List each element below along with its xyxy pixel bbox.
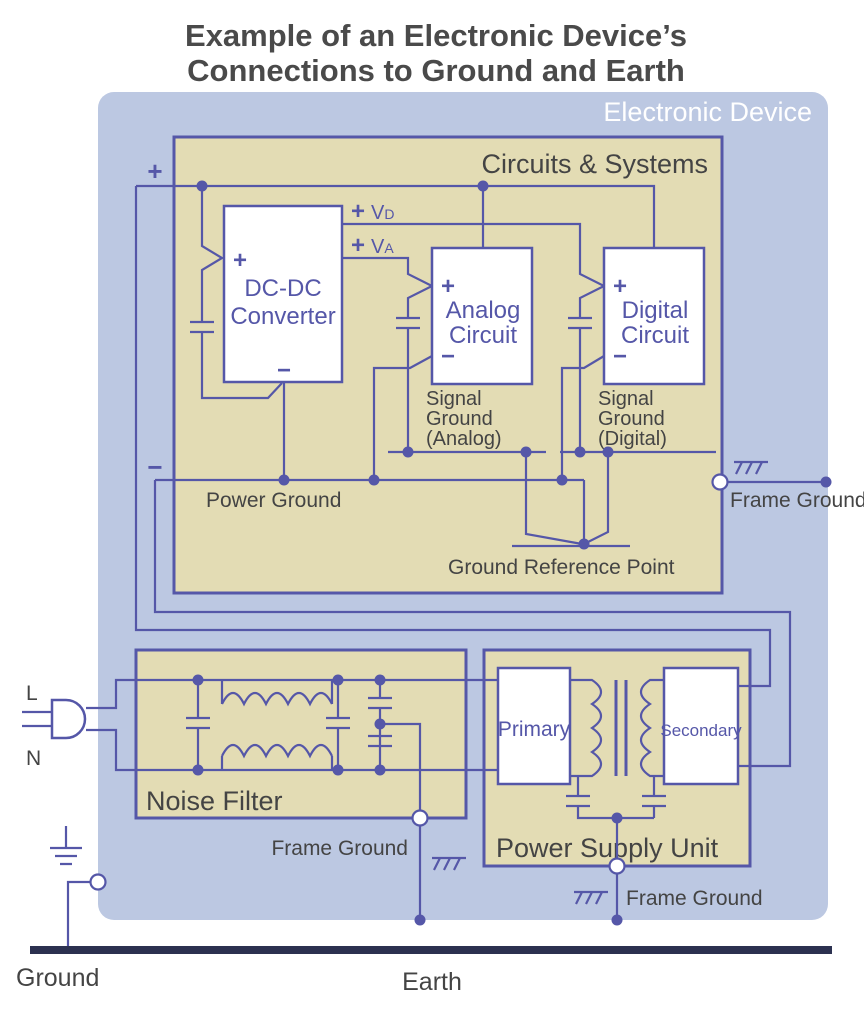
ground-symbol-icon: [50, 826, 98, 948]
power-ground-label: Power Ground: [206, 489, 341, 512]
signal-ground-digital-line3: (Digital): [598, 428, 667, 450]
circuits-systems-title: Circuits & Systems: [481, 149, 708, 179]
frame-ground-terminal-right: [711, 473, 729, 491]
junction-dots: [192, 180, 832, 926]
digital-label-line2: Circuit: [621, 322, 689, 349]
analog-plus: +: [441, 273, 455, 300]
dcdc-plus: +: [233, 247, 247, 274]
frame-ground-psu-label: Frame Ground: [626, 887, 763, 910]
noise-filter-box: [134, 648, 468, 820]
frame-ground-terminal-filter: [411, 809, 429, 827]
circuits-internal-wiring: [190, 186, 826, 548]
earth-label: Earth: [402, 968, 462, 996]
ground-label: Ground: [16, 964, 99, 992]
psu-title: Power Supply Unit: [496, 833, 719, 863]
analog-minus: −: [441, 343, 455, 370]
signal-ground-analog-line2: Ground: [426, 408, 493, 430]
digital-label-line1: Digital: [622, 297, 689, 324]
va-plus: +: [351, 232, 365, 259]
dcdc-label-line2: Converter: [230, 303, 335, 330]
digital-plus: +: [613, 273, 627, 300]
signal-ground-analog-line1: Signal: [426, 388, 482, 410]
signal-ground-analog-line3: (Analog): [426, 428, 502, 450]
va-label: VA: [371, 236, 394, 258]
secondary-label: Secondary: [660, 721, 742, 740]
positive-rail-sign: +: [147, 156, 162, 186]
vd-label: VD: [371, 202, 394, 224]
primary-label: Primary: [498, 718, 571, 741]
frame-ground-terminal-psu: [608, 857, 626, 875]
primary-box: [496, 666, 572, 786]
signal-ground-digital-line1: Signal: [598, 388, 654, 410]
negative-rail-sign: −: [147, 452, 162, 482]
electronic-device-label: Electronic Device: [603, 97, 812, 127]
digital-minus: −: [613, 343, 627, 370]
vd-plus: +: [351, 198, 365, 225]
frame-ground-filter-label: Frame Ground: [271, 837, 408, 860]
dcdc-converter-box: [222, 204, 344, 384]
plug-l-label: L: [26, 682, 38, 705]
title-line-2: Connections to Ground and Earth: [187, 53, 685, 88]
dcdc-label-line1: DC-DC: [244, 275, 321, 302]
ground-reference-point-label: Ground Reference Point: [448, 556, 675, 579]
power-plug-icon: [22, 698, 87, 740]
signal-ground-digital-line2: Ground: [598, 408, 665, 430]
title-line-1: Example of an Electronic Device’s: [185, 18, 687, 53]
analog-label-line1: Analog: [446, 297, 521, 324]
secondary-box: [662, 666, 740, 786]
earth-bar: [30, 946, 832, 954]
analog-label-line2: Circuit: [449, 322, 517, 349]
frame-ground-right-label: Frame Ground: [730, 489, 864, 512]
digital-circuit-box: [602, 246, 706, 386]
plug-n-label: N: [26, 747, 41, 770]
analog-circuit-box: [430, 246, 534, 386]
noise-filter-title: Noise Filter: [146, 786, 283, 816]
noise-filter-wiring: [86, 678, 498, 920]
dcdc-minus: −: [277, 357, 291, 384]
ground-terminal: [89, 873, 107, 891]
